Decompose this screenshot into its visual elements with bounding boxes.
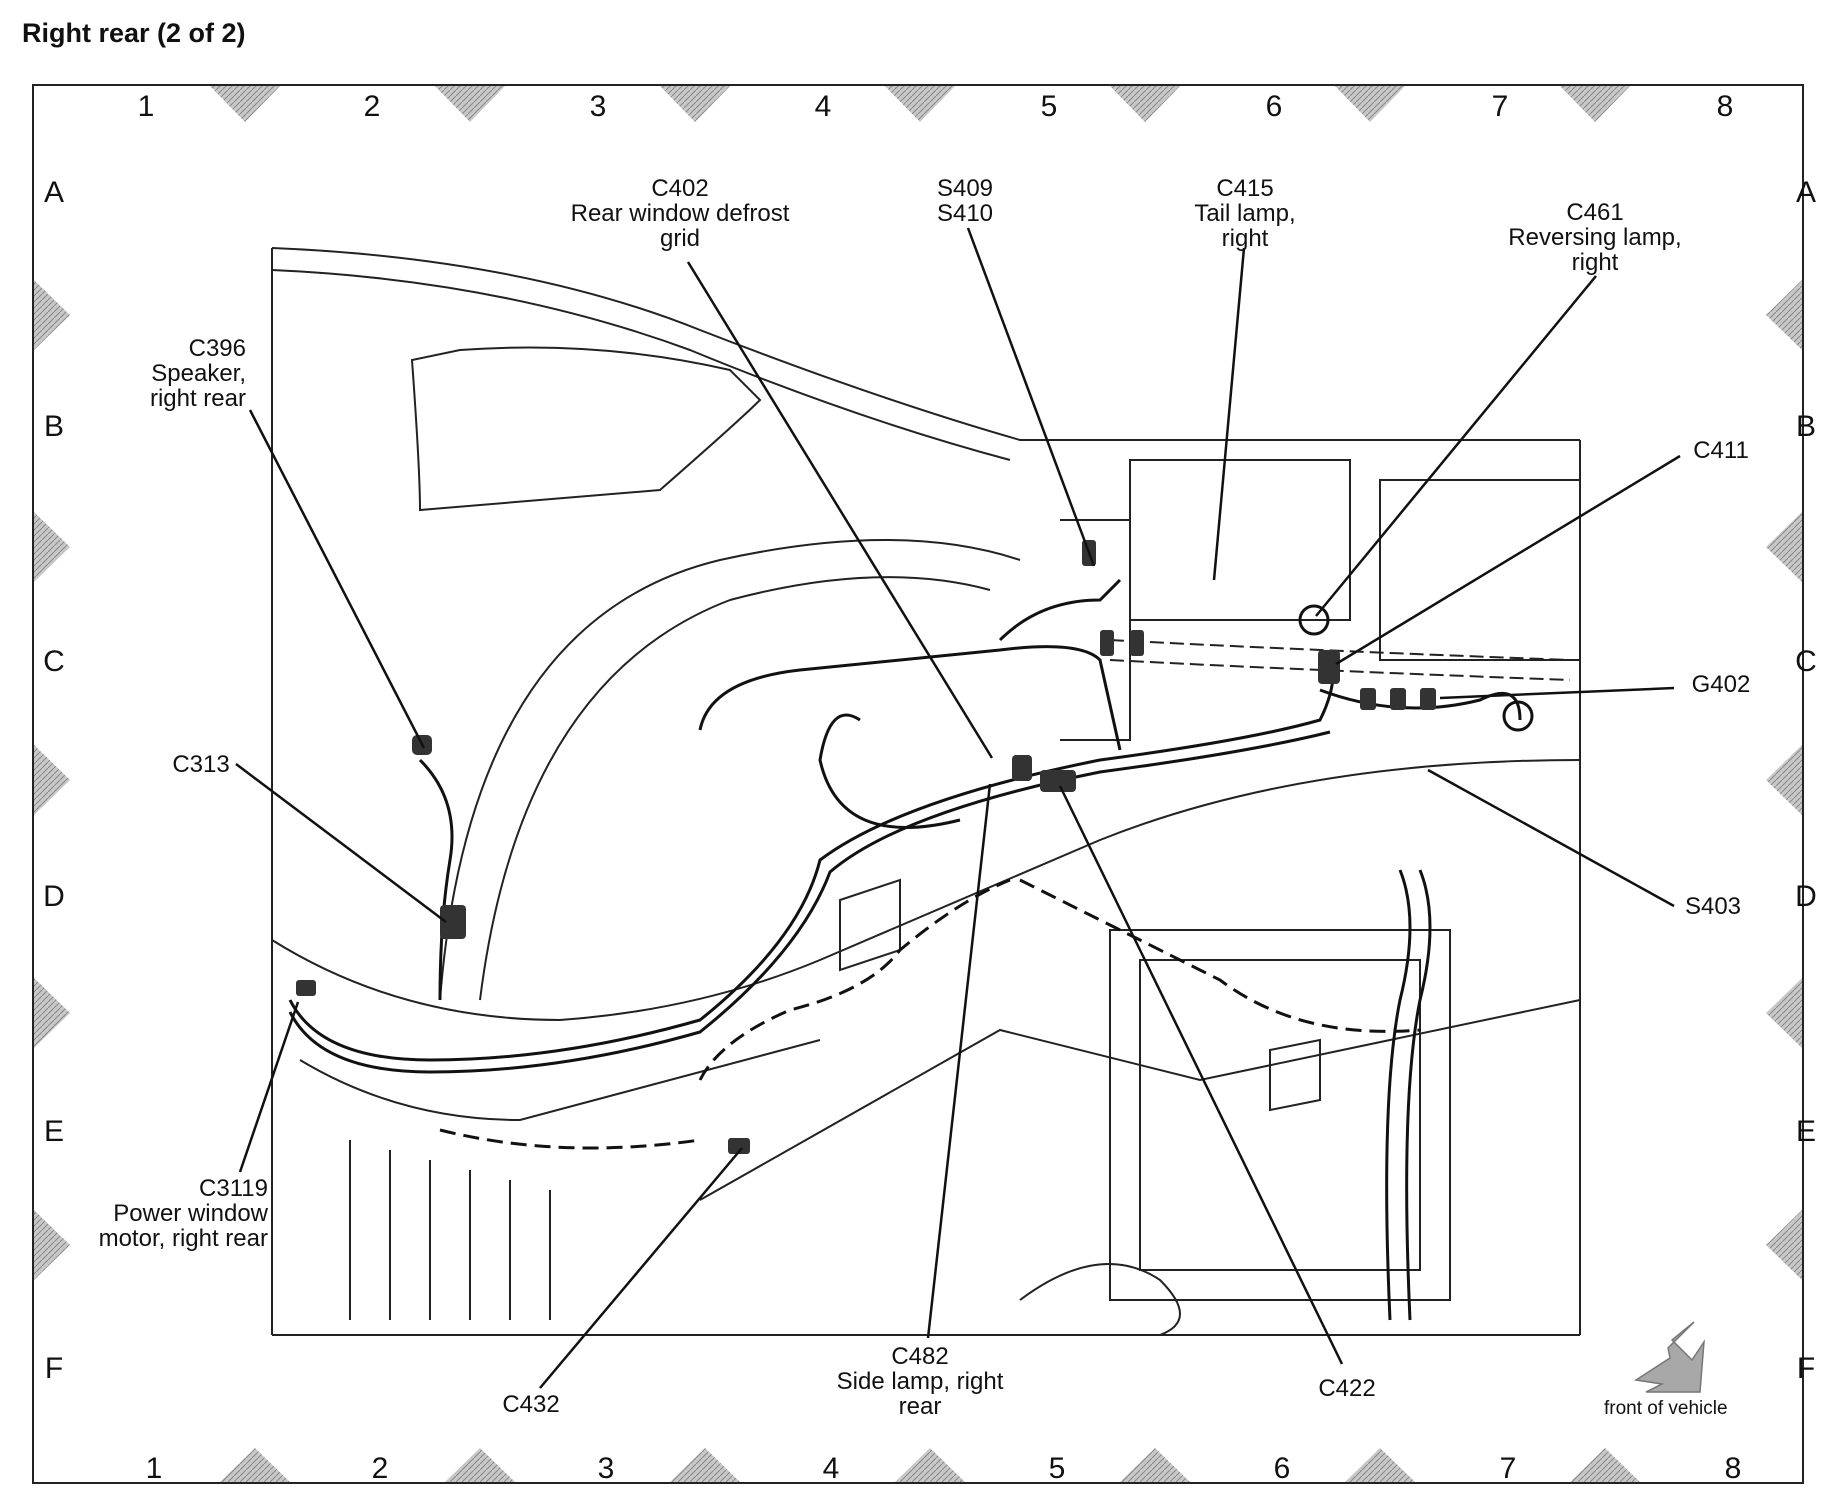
leader-lines: [235, 227, 1681, 1389]
connector-description: Side lamp, right rear: [836, 1368, 1004, 1420]
grid-col-label: 6: [1273, 1452, 1291, 1485]
callout-s403: S403: [1668, 894, 1758, 919]
callout-c415: C415 Tail lamp, right: [1150, 176, 1340, 251]
splice-id: S409: [936, 175, 994, 202]
callout-c411: C411: [1676, 438, 1766, 463]
ground-id: G402: [1691, 671, 1751, 698]
grid-markers-bottom: [220, 1448, 1640, 1482]
grid-row-label: C: [1795, 645, 1817, 678]
connector-id: C313: [172, 751, 230, 778]
connector-description: Tail lamp, right: [1194, 200, 1296, 252]
connector-id: C411: [1693, 437, 1749, 464]
grid-col-label: 2: [363, 90, 381, 123]
splice-id: S410: [936, 200, 994, 227]
splice-id: S403: [1684, 893, 1742, 920]
grid-row-label: B: [1795, 410, 1816, 443]
grid-col-label: 7: [1491, 90, 1509, 123]
grid-row-label: B: [43, 410, 64, 443]
grid-col-label: 2: [371, 1452, 389, 1485]
callout-c422: C422: [1302, 1376, 1392, 1401]
arrow-down-left-icon: [1633, 1321, 1705, 1393]
callout-c402: C402 Rear window defrost grid: [500, 176, 860, 251]
grid-col-label: 3: [589, 90, 607, 123]
connector-id: C3119: [199, 1175, 268, 1202]
callout-g402: G402: [1676, 672, 1766, 697]
callout-c396: C396 Speaker, right rear: [110, 336, 246, 411]
connector-id: C396: [188, 335, 246, 362]
grid-col-label: 8: [1716, 90, 1734, 123]
grid-markers-left: [34, 280, 70, 1280]
grid-row-label: A: [43, 176, 64, 209]
grid-row-label: A: [1795, 176, 1816, 209]
grid-row-label: D: [1795, 880, 1817, 913]
grid-col-label: 3: [597, 1452, 615, 1485]
grid-col-label: 8: [1724, 1452, 1742, 1485]
grid-col-label: 5: [1040, 90, 1058, 123]
grid-col-label: 1: [145, 1452, 163, 1485]
grid-col-label: 1: [137, 90, 155, 123]
connector-description: Reversing lamp, right: [1508, 224, 1682, 276]
grid-col-label: 7: [1499, 1452, 1517, 1485]
grid-col-label: 4: [814, 90, 832, 123]
page-title: Right rear (2 of 2): [22, 18, 246, 48]
grid-col-label: 6: [1265, 90, 1283, 123]
grid-row-label: D: [43, 880, 65, 913]
connector-id: C482: [891, 1343, 949, 1370]
front-of-vehicle-label: front of vehicle: [1604, 1398, 1728, 1419]
callout-c313: C313: [156, 752, 246, 777]
grid-row-label: E: [43, 1115, 64, 1148]
diagram-frame: [32, 84, 1804, 1484]
connector-id: C402: [651, 175, 709, 202]
grid-row-label: F: [1796, 1352, 1816, 1385]
callout-c3119: C3119 Power window motor, right rear: [90, 1176, 268, 1251]
grid-col-label: 4: [822, 1452, 840, 1485]
connector-id: C432: [502, 1391, 560, 1418]
connector-description: Rear window defrost grid: [570, 200, 790, 252]
grid-markers-top: [210, 86, 1630, 122]
connector-description: Speaker, right rear: [149, 360, 246, 412]
connector-description: Power window motor, right rear: [98, 1200, 268, 1252]
callout-c461: C461 Reversing lamp, right: [1480, 200, 1710, 275]
connector-id: C461: [1566, 199, 1624, 226]
vehicle-body-outline: [271, 247, 1581, 1336]
grid-col-label: 5: [1048, 1452, 1066, 1485]
grid-row-label: F: [44, 1352, 64, 1385]
grid-row-label: C: [43, 645, 65, 678]
callout-c482: C482 Side lamp, right rear: [800, 1344, 1040, 1419]
callout-c432: C432: [486, 1392, 576, 1417]
wiring-harness: [288, 578, 1534, 1321]
connector-id: C415: [1216, 175, 1274, 202]
grid-row-label: E: [1795, 1115, 1816, 1148]
connector-id: C422: [1318, 1375, 1376, 1402]
callout-s409-s410: S409 S410: [910, 176, 1020, 226]
grid-markers-right: [1766, 280, 1802, 1280]
